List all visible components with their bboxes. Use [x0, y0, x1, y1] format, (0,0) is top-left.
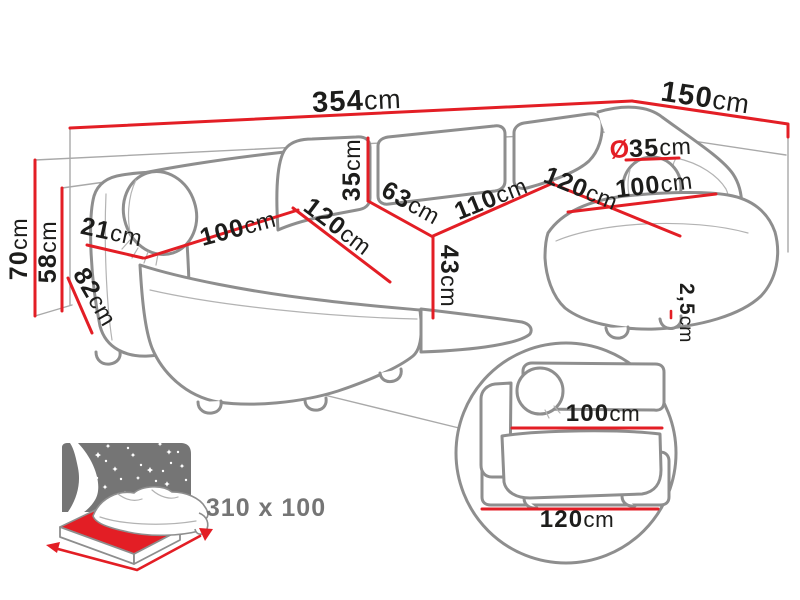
- detail-seat: [500, 429, 663, 500]
- leg-height-label: 2,5cm: [675, 283, 698, 343]
- sleeping-function-icon: 310 x 100: [46, 441, 326, 572]
- total-height-label: 70cm: [5, 218, 33, 280]
- chaise-seat: [543, 190, 780, 340]
- dimension-lines: [33, 99, 790, 511]
- unfold-arrows-icon: [46, 528, 213, 572]
- detail-bolster: [515, 366, 565, 419]
- back-cushion-right: [512, 112, 604, 190]
- total-width-label: 354cm: [311, 83, 402, 119]
- detail-base-depth-label: 120cm: [540, 506, 615, 533]
- seat-depth-left-line: [291, 206, 392, 284]
- middle-seat-front: [419, 307, 533, 354]
- seat-width-left-line: [143, 208, 300, 260]
- detail-seat-depth-label: 100cm: [566, 400, 641, 427]
- total-width-line: [68, 99, 634, 130]
- seat-height-label: 43cm: [435, 245, 463, 307]
- armrest-height-label: 58cm: [34, 221, 62, 283]
- chaise-length-line: [551, 182, 682, 238]
- back-cushion-left: [275, 135, 372, 232]
- armrest-depth-line: [66, 276, 94, 335]
- total-depth-line: [630, 99, 790, 139]
- seat-width-left-label: 100cm: [197, 205, 279, 252]
- sofa-sketch: [89, 105, 780, 415]
- chaise-width-line: [566, 192, 718, 214]
- detail-leader-line: [311, 391, 460, 429]
- back-cushion-middle: [376, 124, 507, 206]
- armrest-width-line: [85, 243, 145, 260]
- total-depth-label: 150cm: [659, 76, 752, 121]
- left-seat: [138, 263, 423, 415]
- backrest-depth-line: [366, 199, 435, 239]
- chaise-backrest: [596, 105, 744, 240]
- moon-crescent-icon: [58, 443, 99, 524]
- pillow-diameter-line: [624, 156, 681, 162]
- chaise-width-label: 100cm: [614, 166, 694, 203]
- seat-width-middle-line: [431, 181, 555, 238]
- back-cushion-height-label: 35cm: [338, 139, 366, 201]
- bed-icon: [46, 486, 213, 572]
- sleeping-area-label: 310 x 100: [206, 494, 326, 522]
- pillow-diameter-label: Ø35cm: [609, 132, 692, 164]
